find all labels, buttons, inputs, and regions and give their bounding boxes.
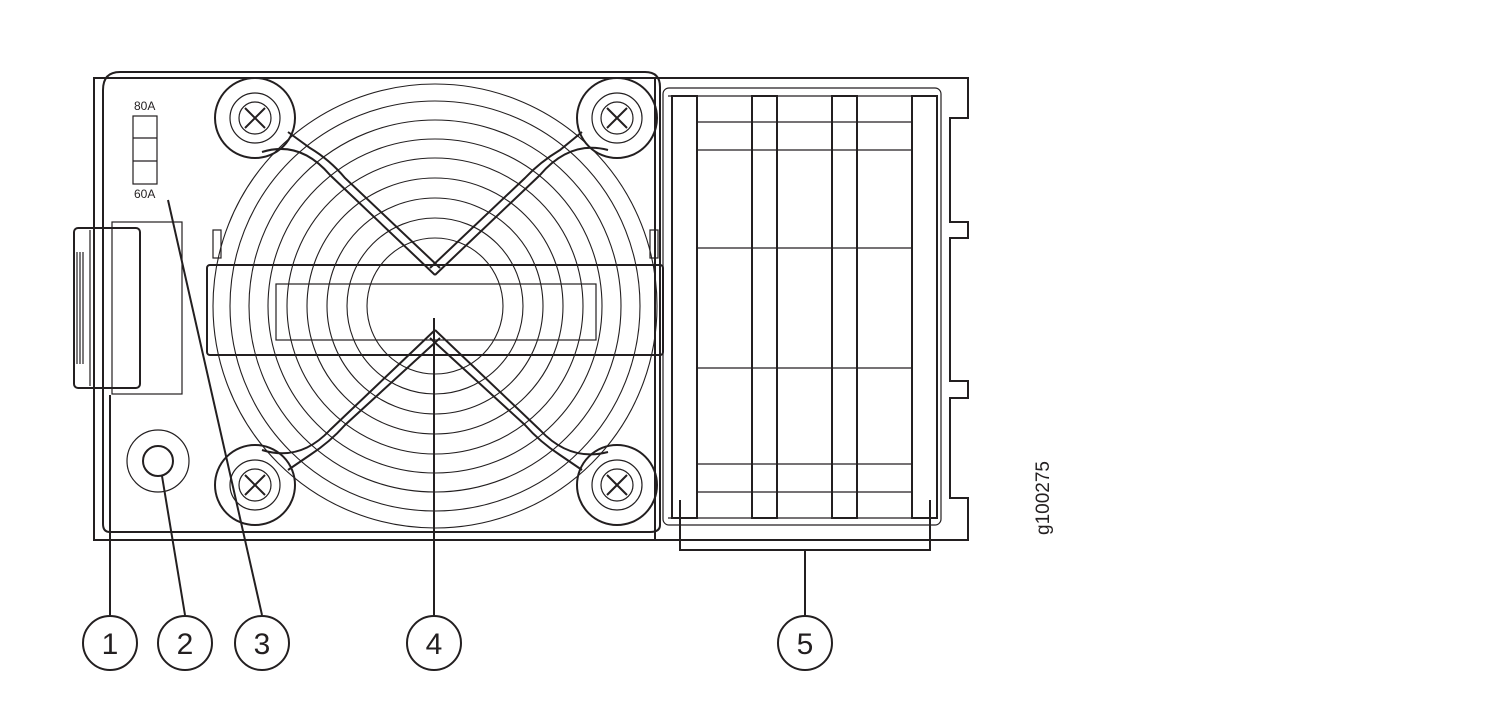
screw-icon bbox=[576, 77, 658, 159]
fan-mounting-screws bbox=[214, 77, 658, 526]
callout-leaders bbox=[109, 199, 931, 616]
status-led bbox=[126, 429, 190, 493]
callout-5-number: 5 bbox=[797, 628, 814, 661]
callout-3-number: 3 bbox=[254, 628, 271, 661]
screw-icon bbox=[576, 444, 658, 526]
fan-grille bbox=[212, 83, 658, 529]
callout-2: 2 bbox=[157, 615, 213, 671]
callout-2-number: 2 bbox=[177, 628, 194, 661]
breaker-label-80a: 80A bbox=[134, 99, 155, 113]
callout-3: 3 bbox=[234, 615, 290, 671]
callout-1-number: 1 bbox=[102, 628, 119, 661]
chassis-body bbox=[93, 77, 969, 541]
ejector-latch bbox=[73, 221, 183, 395]
circuit-breaker-switch: 80A 60A bbox=[132, 99, 158, 201]
callout-1: 1 bbox=[82, 615, 138, 671]
figure-id: g100275 bbox=[1033, 461, 1054, 535]
callout-4: 4 bbox=[406, 615, 462, 671]
breaker-label-60a: 60A bbox=[134, 187, 155, 201]
callout-4-number: 4 bbox=[426, 628, 443, 661]
screw-icon bbox=[214, 444, 296, 526]
fan-guard-spokes bbox=[261, 131, 609, 471]
ventilation-fins bbox=[662, 87, 942, 526]
faceplate bbox=[102, 71, 661, 533]
screw-icon bbox=[214, 77, 296, 159]
callout-5: 5 bbox=[777, 615, 833, 671]
